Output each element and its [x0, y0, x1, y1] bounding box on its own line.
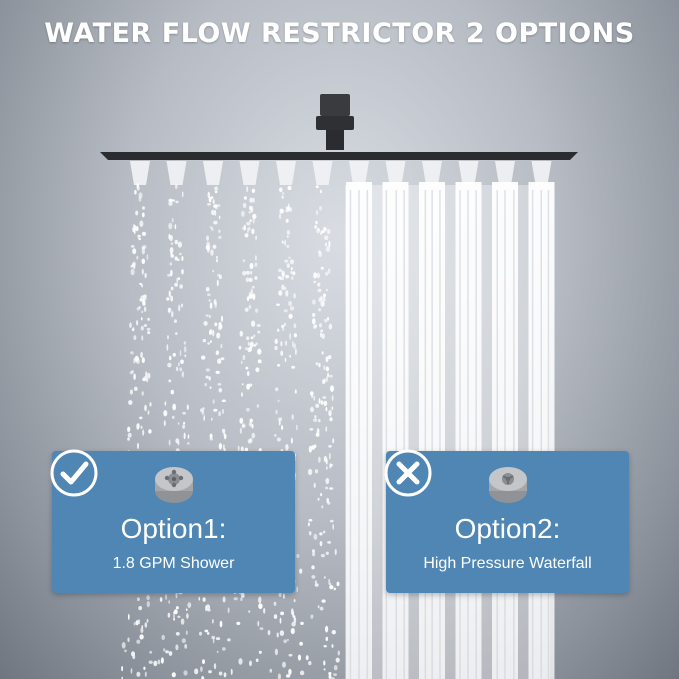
- shower-arm: [320, 94, 350, 116]
- waterfall-streams: [345, 182, 555, 679]
- cross-icon: [384, 449, 432, 497]
- option-card-1: Option1: 1.8 GPM Shower: [50, 449, 295, 593]
- headline: WATER FLOW RESTRICTOR 2 OPTIONS: [44, 18, 635, 49]
- flow-restrictor-icon: [488, 467, 527, 503]
- spray-water-drops: [121, 182, 340, 679]
- option-2-title: Option2:: [454, 513, 561, 544]
- shower-neck: [326, 130, 344, 150]
- shower-arm-nut: [316, 116, 354, 130]
- nozzles: [130, 161, 552, 185]
- checkmark-icon: [50, 449, 98, 497]
- option-1-title: Option1:: [120, 513, 227, 544]
- flow-restrictor-icon: [154, 467, 193, 503]
- option-1-subtitle: 1.8 GPM Shower: [112, 555, 235, 572]
- shower-head-plate: [100, 152, 578, 160]
- option-2-subtitle: High Pressure Waterfall: [423, 555, 592, 572]
- option-card-2: Option2: High Pressure Waterfall: [384, 449, 629, 593]
